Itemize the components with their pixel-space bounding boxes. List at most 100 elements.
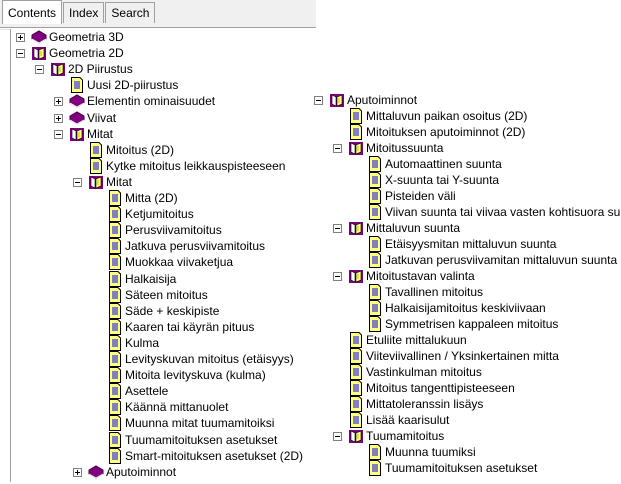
page-icon [107,254,123,271]
page-icon [107,318,123,335]
page-icon [107,206,123,223]
tree-item-label: Kytke mitoitus leikkauspisteeseen [106,158,286,173]
page-icon [107,431,123,448]
page-icon [107,302,123,319]
tree-item-label: Säteen mitoitus [125,287,208,302]
tree-item-label: Etäisyysmitan mittaluvun suunta [385,237,557,251]
page-icon [367,444,383,460]
tree-item-label: Viivat [87,110,117,125]
tree-item-label: Käännä mittanuolet [125,400,229,415]
page-icon [88,141,104,158]
expand-icon[interactable] [73,467,82,477]
tab-bar: Contents Index Search [0,0,316,30]
expand-icon[interactable] [54,97,63,107]
book-open-icon [329,92,345,108]
book-closed-icon [69,93,85,109]
expand-icon[interactable] [16,33,25,42]
page-icon [367,460,383,476]
tree-item-label: Lisää kaarisulut [366,413,450,427]
tree-item-label: Mitoitus tangenttipisteeseen [366,381,515,395]
tree-item-label: Tuumamitoitus [366,429,445,443]
collapse-icon[interactable] [314,96,323,105]
page-icon [107,238,123,255]
collapse-icon[interactable] [54,129,63,139]
collapse-icon[interactable] [333,272,342,281]
collapse-icon[interactable] [333,144,342,153]
tree-item-label: Mitoitussuunta [366,141,444,155]
tree-item-label: Geometria 2D [49,46,124,61]
book-open-icon [31,45,47,61]
tree-item-label: Muunna mitat tuumamitoiksi [125,416,275,431]
tab-index[interactable]: Index [63,2,105,23]
tree-item-label: Mittaluvun suunta [366,221,461,235]
tree-item-label: Uusi 2D-piirustus [87,78,179,93]
tree-item-label: Mitta (2D) [125,191,178,205]
tree-item-label: Jatkuvan perusviivamitan mittaluvun suun… [385,253,618,267]
page-icon [348,364,364,380]
page-icon [107,270,123,287]
tree-item-label: Vastinkulman mitoitus [366,365,482,379]
tree-item-label: Jatkuva perusviivamitoitus [125,239,266,254]
page-icon [367,188,383,204]
expand-icon[interactable] [54,113,63,123]
tree-item-label: X-suunta tai Y-suunta [385,173,500,187]
page-icon [348,332,364,348]
tree-item-label: Smart-mitoituksen asetukset (2D) [125,448,304,463]
tree-item-label: Tavallinen mitoitus [385,285,484,299]
tree-item-label: Muokkaa viivaketjua [125,255,234,270]
page-icon [107,286,123,303]
tree-item-label: Geometria 3D [49,30,124,44]
tree-item-label: 2D Piirustus [68,62,133,77]
page-icon [107,334,123,351]
book-closed-icon [31,29,47,45]
page-icon [88,157,104,174]
page-icon [367,156,383,172]
page-icon [107,415,123,432]
tree-item-label: Elementin ominaisuudet [87,94,216,109]
page-icon [367,284,383,300]
tree-item-label: Tuumamitoituksen asetukset [125,432,278,447]
tree-item-label: Viiteviivallinen / Yksinkertainen mitta [366,349,559,363]
page-icon [367,172,383,188]
tree-item-label: Pisteiden väli [385,189,456,203]
page-icon [69,77,85,94]
tree-item-label: Asettele [125,384,169,399]
tree-item-label: Automaattinen suunta [385,157,502,171]
page-icon [107,447,123,464]
page-icon [348,108,364,124]
collapse-icon[interactable] [333,224,342,233]
book-open-icon [69,126,85,142]
book-open-icon [348,140,364,156]
tab-search[interactable]: Search [105,2,156,23]
page-icon [107,399,123,416]
tree-item-label: Mitoitus (2D) [106,142,175,157]
page-icon [348,396,364,412]
tree-item-label: Symmetrisen kappaleen mitoitus [385,317,559,331]
book-open-icon [348,220,364,236]
book-open-icon [348,268,364,284]
tree-item-label: Mittatoleranssin lisäys [366,397,484,411]
page-icon [367,252,383,268]
page-icon [367,300,383,316]
book-open-icon [348,428,364,444]
page-icon [367,204,383,220]
collapse-icon[interactable] [73,177,82,187]
tree-item-label: Tuumamitoituksen asetukset [385,461,538,475]
book-open-icon [50,61,66,77]
tree-item-label: Mitoituksen aputoiminnot (2D) [366,125,526,139]
collapse-icon[interactable] [16,49,25,59]
tab-contents[interactable]: Contents [2,0,63,24]
page-icon [107,351,123,367]
page-icon [107,367,123,384]
tree-item-label: Etuliite mittalukuun [366,333,467,347]
tree-item-label: Aputoiminnot [347,93,418,107]
page-icon [348,412,364,428]
tree-item-label: Mitat [87,126,114,141]
tree-item-label: Säde + keskipiste [125,303,220,318]
collapse-icon[interactable] [333,432,342,441]
collapse-icon[interactable] [35,65,44,75]
page-icon [107,222,123,239]
tree-item-label: Viivan suunta tai viivaa vasten kohtisuo… [385,205,621,219]
tree-item-label: Halkaisijamitoitus keskiviivaan [385,301,546,315]
